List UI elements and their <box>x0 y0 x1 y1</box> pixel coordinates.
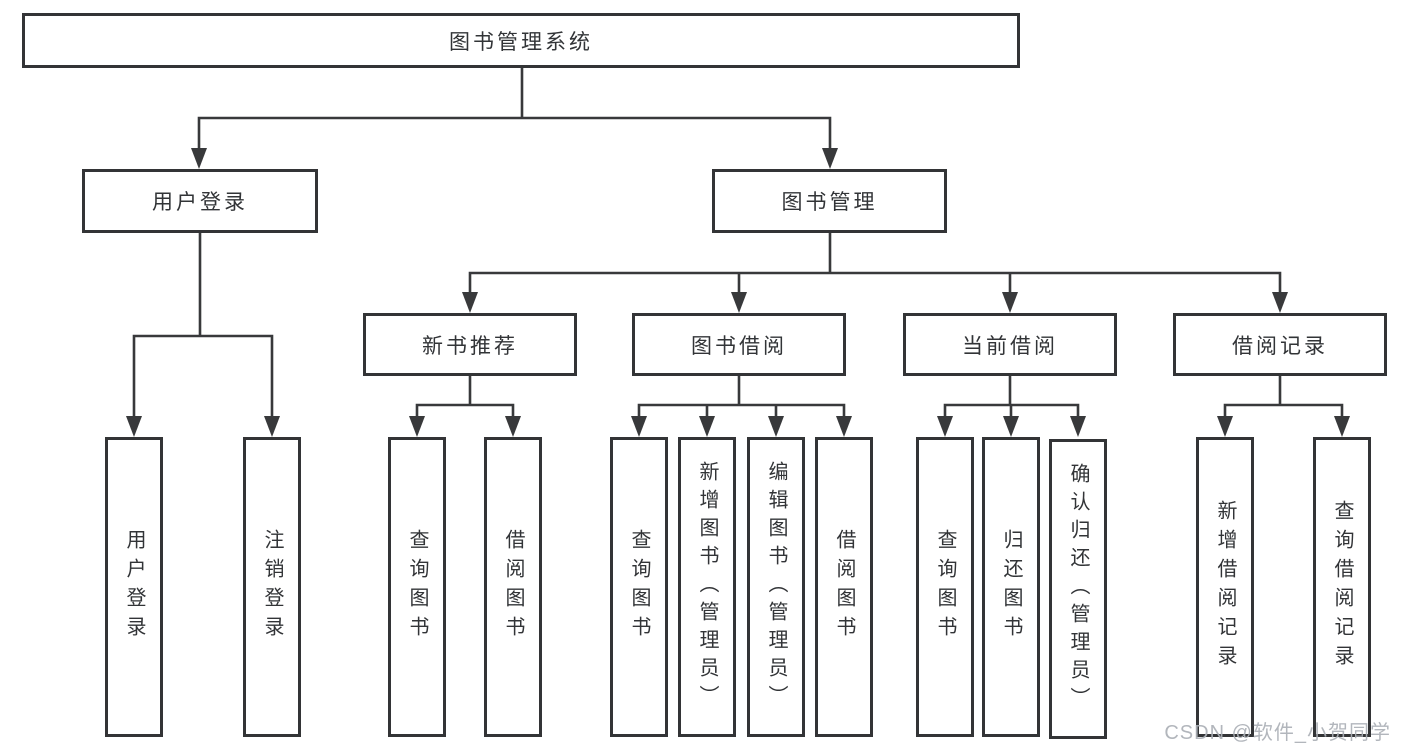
edge-recommend-children <box>415 374 515 420</box>
leaf-query-books-recommend: 查询图书 <box>388 437 446 737</box>
watermark: CSDN @软件_小贺同学 <box>1164 722 1391 744</box>
leaf-query-books-current: 查询图书 <box>916 437 974 737</box>
edge-current-children <box>943 374 1080 420</box>
leaf-user-login: 用户登录 <box>105 437 163 737</box>
node-book-management: 图书管理 <box>712 169 947 233</box>
arrowheads <box>126 148 1350 437</box>
edge-records-children <box>1223 374 1344 420</box>
leaf-return-book: 归还图书 <box>982 437 1040 737</box>
leaf-confirm-return-admin: 确认归还（管理员） <box>1049 439 1107 739</box>
node-new-book-recommend: 新书推荐 <box>363 313 577 376</box>
leaf-query-books-borrow: 查询图书 <box>610 437 668 737</box>
leaf-query-borrow-record: 查询借阅记录 <box>1313 437 1371 737</box>
node-root: 图书管理系统 <box>22 13 1020 68</box>
leaf-add-borrow-record: 新增借阅记录 <box>1196 437 1254 737</box>
edge-book-mgmt-to-level3 <box>468 231 1282 296</box>
edge-root-to-level2 <box>197 67 832 152</box>
leaf-logout: 注销登录 <box>243 437 301 737</box>
node-current-borrow: 当前借阅 <box>903 313 1117 376</box>
leaf-edit-book-admin: 编辑图书（管理员） <box>747 437 805 737</box>
node-borrow-records: 借阅记录 <box>1173 313 1387 376</box>
leaf-add-book-admin: 新增图书（管理员） <box>678 437 736 737</box>
leaf-borrow-books-borrow: 借阅图书 <box>815 437 873 737</box>
node-user-login: 用户登录 <box>82 169 318 233</box>
edge-user-login-children <box>132 231 274 420</box>
node-book-borrow: 图书借阅 <box>632 313 846 376</box>
leaf-borrow-books-recommend: 借阅图书 <box>484 437 542 737</box>
edge-borrow-children <box>637 374 846 420</box>
